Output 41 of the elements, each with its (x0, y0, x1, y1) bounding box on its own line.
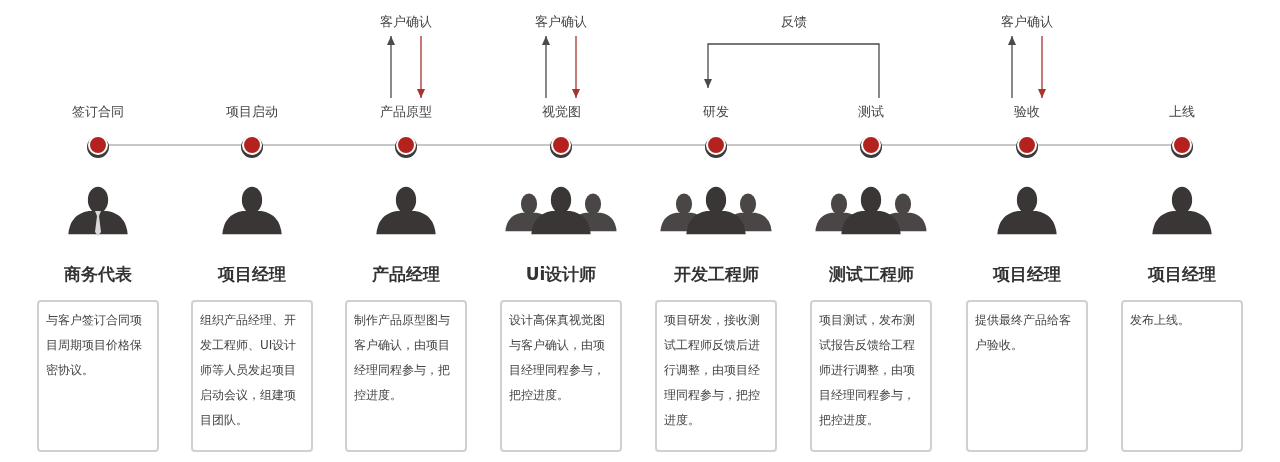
stage-label: 上线 (1142, 102, 1222, 122)
confirm-label: 客户确认 (366, 12, 446, 32)
role-title: 商务代表 (64, 263, 132, 286)
timeline-line (261, 144, 397, 146)
stage-label: 研发 (676, 102, 756, 122)
description-text: 项目研发，接收测试工程师反馈后进行调整，由项目经理同程参与，把控进度。 (664, 312, 761, 429)
stage-label: 签订合同 (58, 102, 138, 122)
role-title: 项目经理 (218, 263, 286, 286)
timeline-line (415, 144, 552, 146)
stage-label: 验收 (987, 102, 1067, 122)
role-title: 产品经理 (372, 263, 440, 286)
role-title: 测试工程师 (828, 263, 914, 286)
confirm-label: 客户确认 (987, 12, 1067, 32)
role-title: 项目经理 (1148, 263, 1216, 286)
timeline-line (880, 144, 1018, 146)
stage-label: 视觉图 (521, 102, 601, 122)
arrow (387, 35, 395, 99)
timeline-line (1036, 144, 1173, 146)
description-text: 提供最终产品给客户验收。 (975, 312, 1072, 354)
description-text: 制作产品原型图与客户确认，由项目经理同程参与，把控进度。 (354, 312, 451, 404)
role-title: 开发工程师 (673, 263, 759, 286)
confirm-label: 客户确认 (521, 12, 601, 32)
timeline-line (107, 144, 243, 146)
role-title: Ui设计师 (525, 263, 597, 286)
description-text: 发布上线。 (1130, 312, 1191, 329)
stage-label: 测试 (831, 102, 911, 122)
timeline-line (570, 144, 707, 146)
timeline-line (725, 144, 862, 146)
stage-label: 产品原型 (366, 102, 446, 122)
arrow (1008, 35, 1016, 99)
description-text: 组织产品经理、开发工程师、UI设计师等人员发起项目启动会议，组建项目团队。 (200, 312, 298, 429)
description-text: 项目测试，发布测试报告反馈给工程师进行调整，由项目经理同程参与，把控进度。 (819, 312, 916, 429)
stage-label: 项目启动 (212, 102, 292, 122)
description-text: 与客户签订合同项目周期项目价格保密协议。 (46, 312, 143, 379)
arrow (572, 35, 580, 99)
arrow (417, 35, 425, 99)
role-title: 项目经理 (993, 263, 1061, 286)
arrow (704, 43, 880, 99)
description-text: 设计高保真视觉图与客户确认，由项目经理同程参与，把控进度。 (509, 312, 606, 404)
arrow (542, 35, 550, 99)
arrow (1038, 35, 1046, 99)
